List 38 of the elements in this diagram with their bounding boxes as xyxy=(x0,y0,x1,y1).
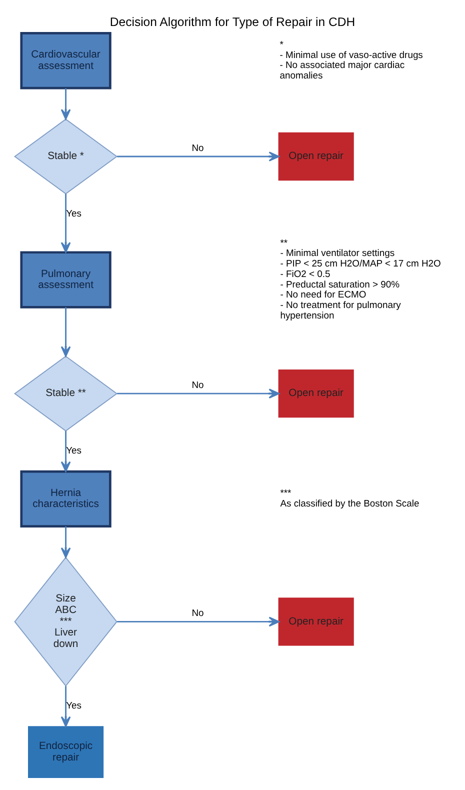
arrow xyxy=(60,194,71,253)
edge-label: Yes xyxy=(66,208,82,220)
node-diamond: Stable ** xyxy=(14,356,118,432)
arrow xyxy=(60,307,71,357)
node-box: Cardiovascular assessment xyxy=(20,32,112,90)
node-diamond: Stable * xyxy=(14,118,118,194)
label: - Minimal use of vaso-active drugs xyxy=(280,50,423,61)
node-box: Endoscopic repair xyxy=(28,726,104,778)
arrow xyxy=(117,616,280,627)
edge-label: No xyxy=(192,380,204,391)
label: - Minimal ventilator settings xyxy=(280,248,395,260)
label: - FiO2 < 0.5 xyxy=(280,268,330,280)
label: As classified by the Boston Scale xyxy=(280,498,420,510)
label: - PIP < 25 cm H2O/MAP < 17 cm H2O xyxy=(280,258,441,270)
arrow xyxy=(60,526,71,558)
node-box: Open repair xyxy=(278,132,354,181)
arrow xyxy=(60,431,71,472)
label: * xyxy=(280,39,284,50)
arrow xyxy=(60,88,71,120)
diagram-title: Decision Algorithm for Type of Repair in CDH xyxy=(110,15,356,30)
arrow xyxy=(117,388,280,399)
edge-label: Yes xyxy=(66,700,82,712)
arrow xyxy=(60,686,71,727)
label: ** xyxy=(280,238,288,249)
node-box: Pulmonary assessment xyxy=(20,251,112,308)
node-diamond: Size ABC *** Liver down xyxy=(14,556,118,687)
label: - No treatment for pulmonary hypertension xyxy=(280,300,401,322)
label: *** xyxy=(280,488,292,500)
arrow xyxy=(117,152,280,162)
node-box: Open repair xyxy=(278,370,354,418)
edge-label: Yes xyxy=(66,446,82,457)
label: - Preductal saturation > 90% xyxy=(280,279,400,290)
edge-label: No xyxy=(192,608,204,620)
node-box: Open repair xyxy=(278,598,354,646)
edge-label: No xyxy=(192,142,204,154)
node-box: Hernia characteristics xyxy=(20,470,112,528)
label: - No need for ECMO xyxy=(280,290,366,301)
label: - No associated major cardiac anomalies xyxy=(280,60,405,82)
